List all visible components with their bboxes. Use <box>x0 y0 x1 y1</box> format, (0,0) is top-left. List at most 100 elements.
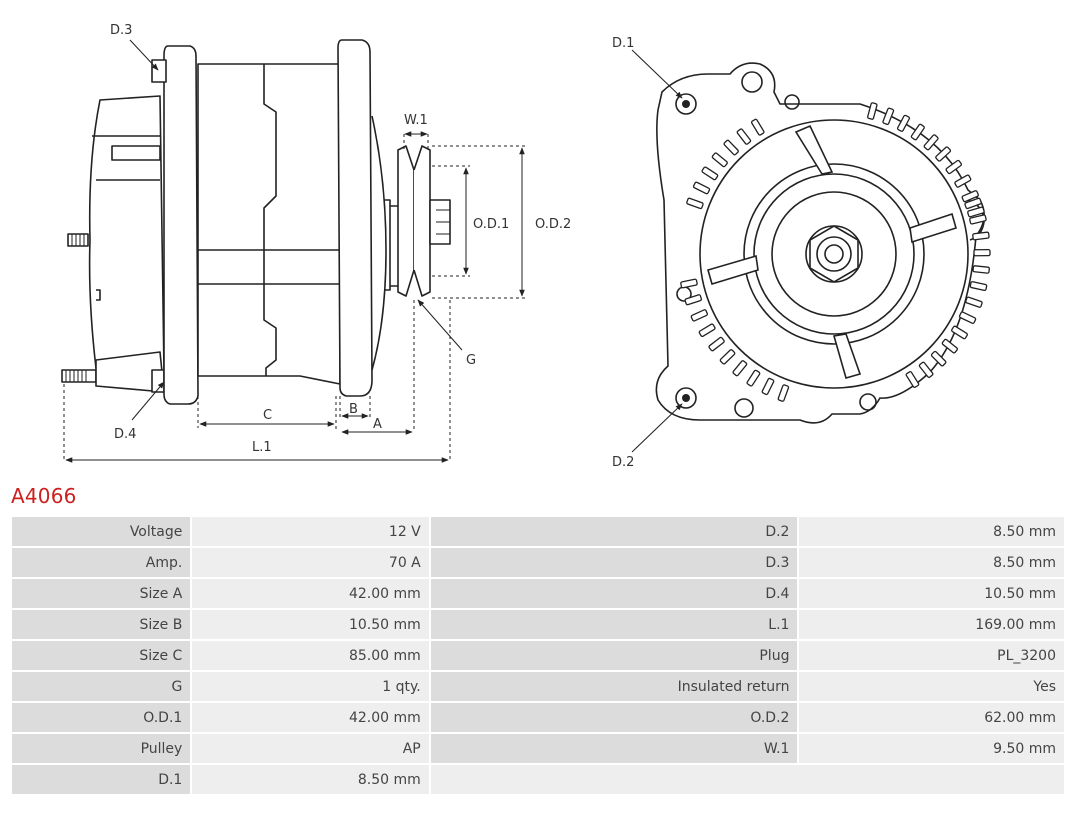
side-view-dimensions <box>63 39 526 463</box>
spec-value: 42.00 mm <box>192 579 429 608</box>
vent-slot <box>750 118 765 136</box>
spec-label: Voltage <box>12 517 191 546</box>
spec-value: 8.50 mm <box>799 517 1064 546</box>
spec-value: 1 qty. <box>192 672 429 701</box>
spec-value: 10.50 mm <box>799 579 1064 608</box>
spec-value: 85.00 mm <box>192 641 429 670</box>
technical-drawing: D.3 D.4 W.1 O.D.1 O.D.2 G C B A L.1 D.1 … <box>61 23 991 470</box>
vent-slot <box>945 159 963 175</box>
vent-slot <box>692 181 711 195</box>
label-d1: D.1 <box>612 36 634 51</box>
spec-label: Amp. <box>12 548 191 577</box>
vent-slot <box>923 134 939 151</box>
spec-label: Pulley <box>12 734 191 763</box>
vent-slot <box>686 197 704 210</box>
vent-slot <box>701 166 719 181</box>
spec-empty-cell <box>430 765 1064 794</box>
vent-slot <box>969 214 987 225</box>
vent-slot <box>935 146 952 162</box>
vent-slot <box>882 107 895 126</box>
front-view-leaders <box>631 49 683 453</box>
spec-label: Size A <box>12 579 191 608</box>
spec-value: 62.00 mm <box>799 703 1064 732</box>
label-c: C <box>263 408 272 423</box>
label-l1: L.1 <box>252 440 272 455</box>
vent-slot <box>964 197 982 210</box>
spec-label: D.4 <box>430 579 798 608</box>
spec-label: G <box>12 672 191 701</box>
vent-slot <box>711 152 728 168</box>
vent-slot <box>777 384 790 402</box>
spec-value: 10.50 mm <box>192 610 429 639</box>
vent-slots <box>680 102 991 402</box>
vent-slot <box>967 206 985 218</box>
vent-slot <box>732 360 748 377</box>
vent-slot <box>965 296 983 308</box>
dimension-labels: D.3 D.4 W.1 O.D.1 O.D.2 G C B A L.1 D.1 … <box>110 23 634 470</box>
vent-slot <box>680 278 698 289</box>
vent-slot <box>896 114 911 132</box>
vent-slot <box>961 190 979 203</box>
spec-value: 8.50 mm <box>799 548 1064 577</box>
vent-slot <box>969 281 988 292</box>
vent-slot <box>723 139 739 156</box>
vent-slot <box>761 377 775 396</box>
spec-label: L.1 <box>430 610 798 639</box>
vent-slot <box>958 311 977 325</box>
vent-slot <box>972 265 990 274</box>
spec-value: Yes <box>799 672 1064 701</box>
vent-slot <box>690 309 709 322</box>
label-d4: D.4 <box>114 427 136 442</box>
vent-slot <box>951 325 968 340</box>
spec-value: 169.00 mm <box>799 610 1064 639</box>
spec-label: O.D.1 <box>12 703 191 732</box>
spec-label: D.2 <box>430 517 798 546</box>
label-g: G <box>466 353 476 368</box>
vent-slot <box>954 174 972 188</box>
spec-label: W.1 <box>430 734 798 763</box>
part-number-title: A4066 <box>11 484 77 508</box>
spec-value: PL_3200 <box>799 641 1064 670</box>
vent-slot <box>708 336 725 352</box>
vent-slot <box>918 361 934 378</box>
label-w1: W.1 <box>404 113 428 128</box>
spec-label: Size C <box>12 641 191 670</box>
label-d3: D.3 <box>110 23 132 38</box>
vent-slot <box>973 249 991 257</box>
vent-slot <box>910 123 925 141</box>
front-view-drawing <box>655 62 985 424</box>
label-d2: D.2 <box>612 455 634 470</box>
spec-label: O.D.2 <box>430 703 798 732</box>
label-b: B <box>349 402 358 417</box>
spec-value: 70 A <box>192 548 429 577</box>
side-view-drawing <box>61 39 451 405</box>
spec-value: 12 V <box>192 517 429 546</box>
label-a: A <box>373 417 382 432</box>
spec-value: 42.00 mm <box>192 703 429 732</box>
spec-label: Size B <box>12 610 191 639</box>
vent-slot <box>719 349 736 365</box>
vent-slot <box>941 338 958 354</box>
label-od2: O.D.2 <box>535 217 571 232</box>
vent-slot <box>972 231 990 241</box>
label-od1: O.D.1 <box>473 217 509 232</box>
vent-slot <box>736 128 752 145</box>
spec-label: D.3 <box>430 548 798 577</box>
spec-label: Insulated return <box>430 672 798 701</box>
spec-label: Plug <box>430 641 798 670</box>
vent-slot <box>684 294 703 306</box>
vent-slot <box>746 369 761 387</box>
vent-slot <box>930 350 947 367</box>
spec-value: AP <box>192 734 429 763</box>
vent-slot <box>867 102 878 120</box>
vent-slot <box>698 323 716 338</box>
